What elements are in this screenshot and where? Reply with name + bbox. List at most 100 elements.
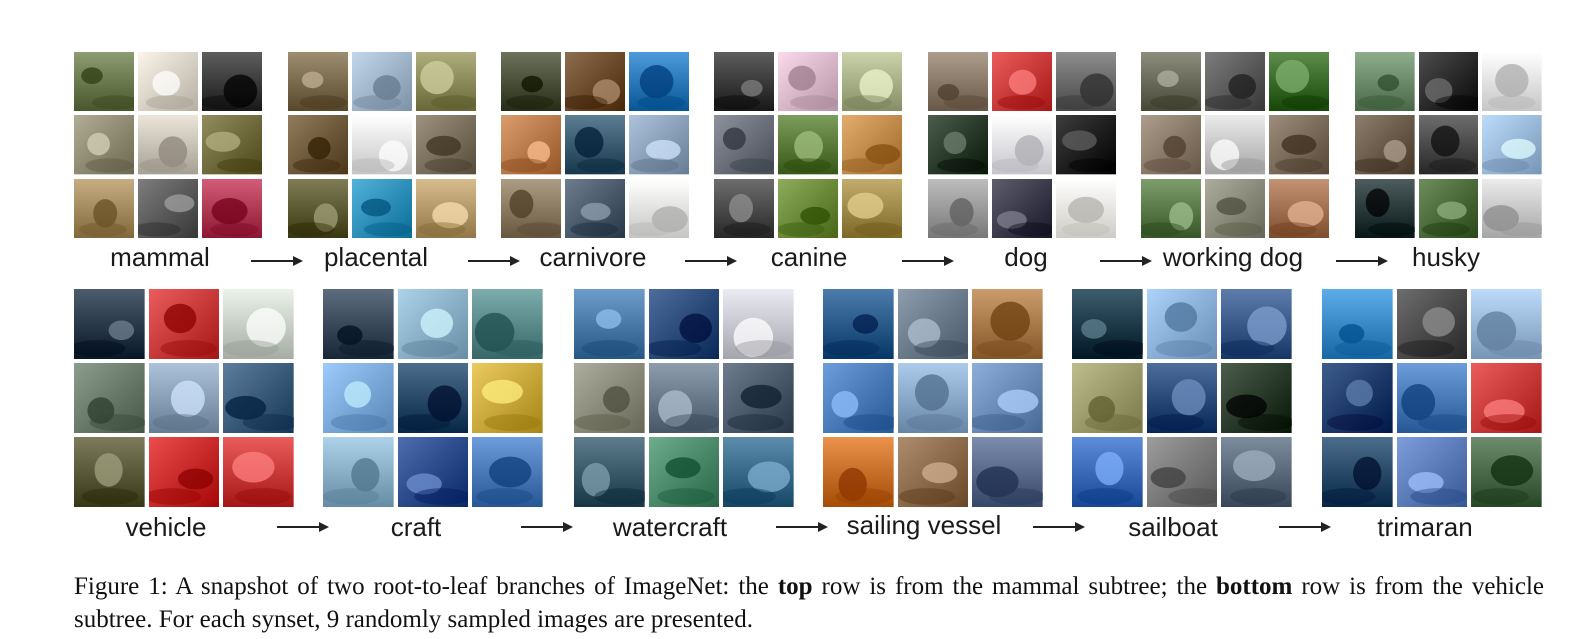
arrow-icon [902, 255, 954, 267]
thumbnail-image [223, 363, 294, 433]
thumbnail-image [148, 437, 220, 507]
thumbnail-image [574, 437, 645, 507]
thumbnail-image [1141, 178, 1201, 238]
thumbnail-image [1221, 363, 1292, 433]
thumbnail-image [928, 178, 988, 238]
thumbnail-image [574, 289, 645, 359]
thumbnail-image [1355, 52, 1415, 112]
thumbnail-image [574, 363, 645, 433]
thumbnail-image [565, 115, 625, 175]
thumbnail-image [565, 52, 625, 112]
husky-thumbnails [1355, 52, 1542, 238]
thumbnail-image [714, 178, 774, 238]
thumbnail-image [1418, 52, 1479, 112]
thumbnail-image [1141, 52, 1201, 112]
thumbnail-image [723, 289, 794, 359]
thumbnail-image [714, 115, 774, 175]
thumbnail-image [992, 115, 1052, 175]
synset-label-canine: canine [770, 242, 848, 272]
thumbnail-image [1205, 115, 1265, 175]
thumbnail-image [74, 115, 134, 175]
thumbnail-image [138, 115, 198, 175]
caption-prefix: Figure 1: [74, 573, 168, 600]
thumbnail-image [288, 178, 348, 238]
craft-thumbnails [323, 289, 543, 507]
thumbnail-image [352, 178, 412, 238]
thumbnail-image [138, 178, 198, 238]
thumbnail-image [416, 178, 476, 238]
thumbnail-image [928, 52, 988, 112]
thumbnail-image [1269, 178, 1329, 238]
thumbnail-image [202, 52, 262, 112]
thumbnail-image [1355, 178, 1415, 238]
thumbnail-image [972, 289, 1043, 359]
synset-label-working-dog: working dog [1162, 242, 1304, 272]
caption-text-3: row is from the vehicle subtree. For eac… [74, 573, 1545, 633]
thumbnail-image [1146, 437, 1218, 507]
thumbnail-image [723, 437, 794, 507]
thumbnail-image [972, 437, 1043, 507]
arrow-icon [1033, 521, 1085, 533]
watercraft-thumbnails [574, 289, 794, 507]
thumbnail-image [842, 115, 902, 175]
synset-label-sailing-vessel: sailing vessel [846, 510, 1002, 540]
synset-label-sailboat: sailboat [1128, 512, 1218, 542]
arrow-icon [277, 521, 329, 533]
thumbnail-image [714, 52, 774, 112]
thumbnail-image [897, 289, 969, 359]
thumbnail-image [1146, 363, 1218, 433]
thumbnail-image [1482, 52, 1542, 112]
thumbnail-image [472, 363, 543, 433]
thumbnail-image [397, 363, 469, 433]
thumbnail-image [416, 52, 476, 112]
thumbnail-image [472, 289, 543, 359]
arrow-icon [1279, 521, 1331, 533]
thumbnail-image [723, 363, 794, 433]
trimaran-thumbnails [1322, 289, 1542, 507]
thumbnail-image [352, 52, 412, 112]
thumbnail-image [74, 52, 134, 112]
thumbnail-image [1146, 289, 1218, 359]
thumbnail-image [352, 115, 412, 175]
thumbnail-image [1269, 115, 1329, 175]
thumbnail-image [397, 437, 469, 507]
thumbnail-image [397, 289, 469, 359]
thumbnail-image [778, 115, 838, 175]
thumbnail-image [842, 52, 902, 112]
thumbnail-image [565, 178, 625, 238]
thumbnail-image [1482, 115, 1542, 175]
thumbnail-image [992, 178, 1052, 238]
sailboat-thumbnails [1072, 289, 1292, 507]
synset-label-dog: dog [1004, 242, 1048, 272]
thumbnail-image [842, 178, 902, 238]
thumbnail-image [501, 178, 561, 238]
thumbnail-image [1418, 178, 1479, 238]
thumbnail-image [629, 52, 689, 112]
thumbnail-image [501, 115, 561, 175]
thumbnail-image [1072, 437, 1143, 507]
thumbnail-image [629, 115, 689, 175]
arrow-icon [521, 521, 573, 533]
thumbnail-image [323, 437, 394, 507]
thumbnail-image [823, 289, 894, 359]
canine-thumbnails [714, 52, 902, 238]
thumbnail-image [148, 289, 220, 359]
thumbnail-image [1471, 363, 1542, 433]
arrow-icon [776, 521, 828, 533]
thumbnail-image [823, 437, 894, 507]
thumbnail-image [74, 289, 145, 359]
synset-label-carnivore: carnivore [539, 242, 647, 272]
arrow-icon [251, 255, 303, 267]
arrow-icon [468, 255, 520, 267]
carnivore-thumbnails [501, 52, 689, 238]
thumbnail-image [288, 52, 348, 112]
dog-thumbnails [928, 52, 1116, 238]
thumbnail-image [972, 363, 1043, 433]
thumbnail-image [1322, 437, 1393, 507]
thumbnail-image [1471, 437, 1542, 507]
synset-label-vehicle: vehicle [125, 512, 207, 542]
thumbnail-image [629, 178, 689, 238]
working-dog-thumbnails [1141, 52, 1329, 238]
thumbnail-image [1221, 289, 1292, 359]
thumbnail-image [1471, 289, 1542, 359]
